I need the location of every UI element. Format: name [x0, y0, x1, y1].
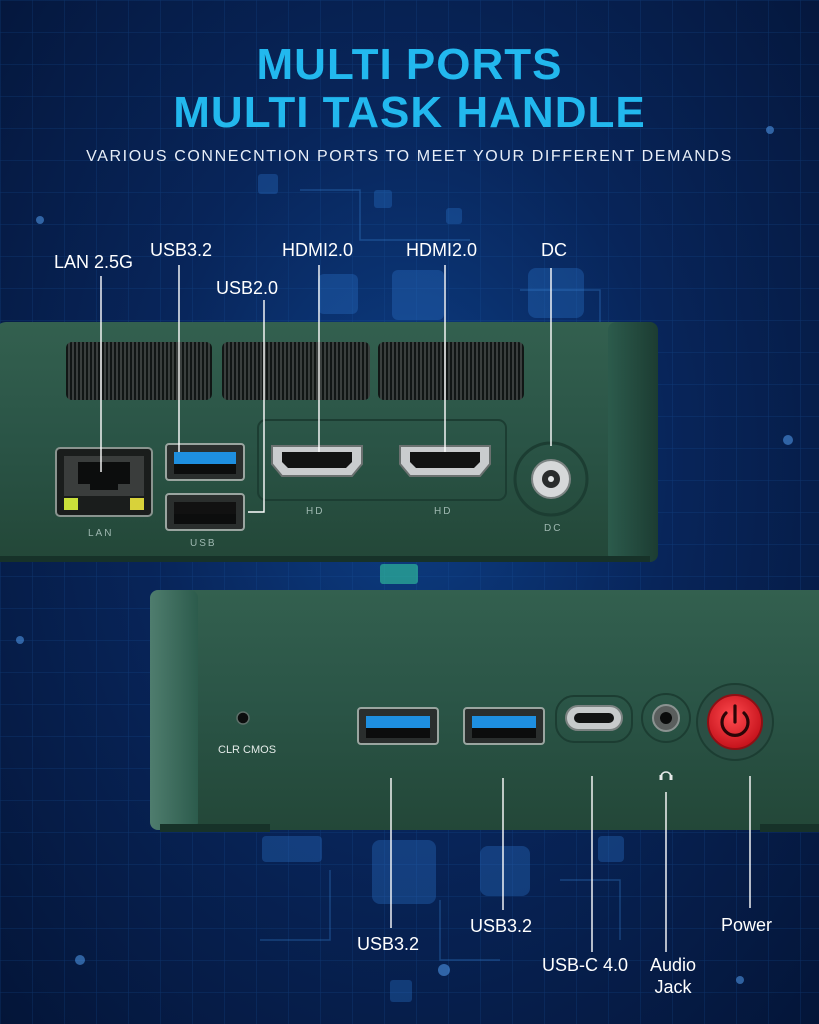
label-usb20-rear: USB2.0 — [216, 278, 279, 298]
label-audio-line-2: Jack — [654, 977, 692, 997]
label-lan-2-5g: LAN 2.5G — [54, 252, 134, 272]
silk-lan: LAN — [88, 528, 113, 539]
label-usb32-front-1: USB3.2 — [357, 934, 420, 954]
lan-port — [55, 447, 153, 517]
rear-callout-lines — [100, 265, 552, 513]
hdmi-port-2 — [399, 445, 491, 477]
clr-cmos-hole — [236, 711, 250, 725]
usb20-rear-port — [165, 493, 245, 531]
label-audio-jack: Audio Jack — [640, 954, 706, 998]
label-hdmi-2: HDMI2.0 — [406, 240, 478, 260]
title-line-2: MULTI TASK HANDLE — [173, 88, 646, 137]
usb32-rear-port — [165, 443, 245, 481]
silk-hd-2: HD — [434, 506, 452, 517]
vent-grille — [378, 342, 524, 400]
usb32-front-port-2 — [463, 707, 545, 745]
headphone-icon — [659, 771, 673, 780]
title-line-1: MULTI PORTS — [256, 40, 563, 89]
usbc-port — [555, 695, 633, 743]
dc-jack — [513, 441, 589, 517]
subtitle: VARIOUS CONNECNTION PORTS TO MEET YOUR D… — [86, 148, 733, 165]
audio-jack — [641, 693, 691, 743]
rear-panel: LAN USB HD HD DC — [0, 322, 658, 562]
power-icon — [720, 704, 750, 737]
label-clr-cmos: CLR CMOS — [218, 744, 277, 756]
vent-grille — [222, 342, 370, 400]
label-usbc-4-0: USB-C 4.0 — [542, 955, 629, 975]
silk-usb: USB — [190, 538, 217, 549]
hdmi-port-1 — [271, 445, 363, 477]
front-panel — [150, 590, 819, 832]
power-button — [696, 683, 774, 761]
vent-grille — [66, 342, 212, 400]
label-usb32-front-2: USB3.2 — [470, 916, 533, 936]
label-usb32-rear: USB3.2 — [150, 240, 213, 260]
label-hdmi-1: HDMI2.0 — [282, 240, 354, 260]
usb32-front-port-1 — [357, 707, 439, 745]
label-power: Power — [721, 915, 773, 935]
silk-dc: DC — [544, 523, 562, 534]
front-callout-lines — [390, 776, 751, 952]
silk-hd-1: HD — [306, 506, 324, 517]
label-dc: DC — [541, 240, 567, 260]
label-audio-line-1: Audio — [649, 955, 697, 975]
